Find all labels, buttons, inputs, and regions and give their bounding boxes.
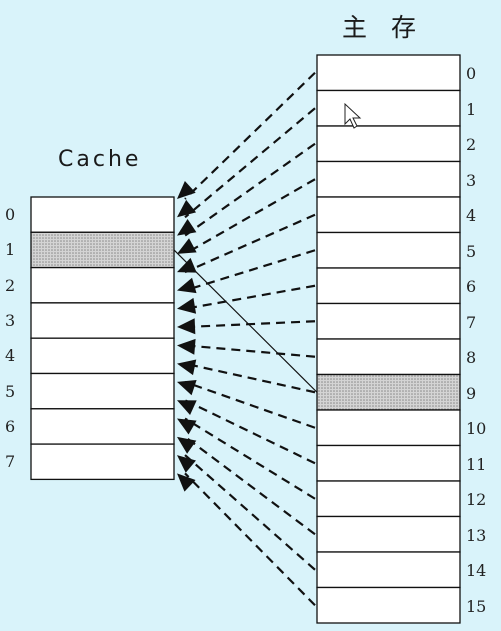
- memory-block-label: 0: [466, 64, 477, 83]
- mapping-arrow-line: [184, 320, 316, 329]
- cache-block-label: 3: [5, 310, 16, 330]
- memory-block-9: [316, 373, 461, 411]
- mapping-arrow-line: [184, 454, 316, 571]
- memory-block-label: 6: [466, 277, 477, 296]
- memory-block-label: 2: [466, 135, 477, 154]
- arrowhead-icon: [177, 418, 197, 435]
- cache-block-label: 4: [5, 346, 16, 366]
- arrowhead-icon: [177, 338, 196, 355]
- memory-block-15: [316, 586, 461, 624]
- mapping-arrow-line: [184, 107, 316, 219]
- arrowhead-icon: [177, 297, 197, 314]
- memory-block-3: [316, 160, 461, 198]
- mapping-arrow-line: [184, 399, 316, 465]
- arrowhead-icon: [177, 277, 197, 294]
- mapping-arrow-line: [184, 472, 316, 607]
- cache-block-label: 5: [5, 381, 16, 401]
- memory-block-5: [316, 231, 461, 269]
- memory-block-7: [316, 302, 461, 340]
- mapping-arrow-line: [184, 435, 316, 536]
- memory-block-14: [316, 551, 461, 589]
- arrowhead-icon: [177, 436, 197, 454]
- memory-block-label: 5: [466, 241, 477, 261]
- mapping-arrow-line: [184, 344, 316, 358]
- mapping-arrow-line: [184, 417, 316, 500]
- memory-block-12: [316, 480, 461, 518]
- cache-block-7: [30, 443, 175, 481]
- cache-block-label: 1: [5, 240, 16, 260]
- main-memory-title: 主 存: [342, 13, 424, 42]
- memory-block-2: [316, 125, 461, 163]
- memory-block-label: 4: [466, 206, 477, 225]
- memory-block-0: [316, 54, 461, 92]
- memory-block-label: 3: [466, 170, 477, 190]
- mapping-arrow-line: [184, 362, 316, 394]
- cache-title: Cache: [58, 147, 142, 172]
- memory-block-label: 14: [466, 561, 487, 580]
- cache-block-label: 6: [5, 416, 16, 436]
- cache-block-6: [30, 408, 175, 445]
- memory-block-label: 12: [466, 490, 487, 509]
- arrowhead-icon: [177, 199, 197, 218]
- arrowhead-icon: [177, 455, 196, 473]
- mapping-arrow-line: [184, 249, 316, 292]
- arrowhead-icon: [177, 238, 197, 254]
- cache-block-3: [30, 302, 175, 339]
- arrowhead-icon: [177, 180, 196, 199]
- memory-block-1: [316, 89, 461, 127]
- memory-block-label: 7: [466, 312, 477, 332]
- memory-block-10: [316, 409, 461, 447]
- cache-block-label: 7: [5, 452, 16, 472]
- arrowhead-icon: [177, 257, 197, 273]
- cache-block-1: [30, 231, 175, 269]
- arrowhead-icon: [177, 473, 196, 492]
- highlighted-mapping-line: [173, 249, 318, 393]
- memory-block-label: 13: [466, 525, 487, 545]
- memory-block-label: 11: [466, 454, 487, 474]
- arrowhead-icon: [177, 318, 196, 335]
- cache-block-5: [30, 372, 175, 410]
- cache-block-label: 2: [5, 275, 16, 295]
- memory-block-11: [316, 444, 461, 482]
- memory-block-label: 10: [466, 419, 487, 438]
- mouse-pointer-icon: [344, 102, 362, 129]
- memory-block-label: 1: [466, 99, 477, 119]
- arrowhead-icon: [177, 218, 197, 236]
- memory-block-6: [316, 267, 461, 305]
- mapping-arrow-line: [184, 380, 316, 429]
- cache-block-label: 0: [5, 205, 16, 224]
- mapping-arrow-line: [184, 71, 316, 200]
- memory-block-label: 8: [466, 348, 477, 367]
- arrowhead-icon: [177, 359, 197, 376]
- arrowhead-icon: [177, 400, 197, 415]
- mapping-arrow-line: [184, 178, 316, 255]
- cache-block-0: [30, 196, 175, 233]
- memory-block-13: [316, 515, 461, 553]
- cache-block-4: [30, 337, 175, 375]
- cache-block-2: [30, 266, 175, 304]
- arrowhead-icon: [177, 380, 197, 396]
- memory-block-label: 9: [466, 383, 477, 403]
- mapping-arrow-line: [184, 213, 316, 274]
- memory-block-label: 15: [466, 596, 487, 616]
- memory-block-4: [316, 196, 461, 234]
- mapping-arrow-line: [184, 142, 316, 237]
- memory-block-8: [316, 338, 461, 376]
- mapping-arrow-line: [184, 284, 316, 310]
